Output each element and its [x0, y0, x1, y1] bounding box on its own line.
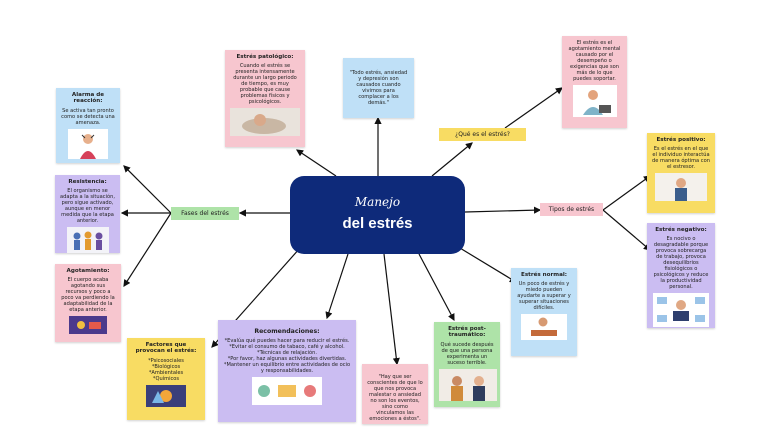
central-topic-line2: del estrés — [342, 215, 413, 232]
stress-factors-icon — [146, 384, 186, 407]
note-negativo-title: Estrés negativo: — [655, 227, 707, 233]
note-recomendaciones-title: Recomendaciones: — [254, 328, 320, 335]
line-to-tipos — [464, 206, 542, 214]
note-positivo-title: Estrés positivo: — [656, 137, 706, 143]
note-factores-body: *Psicosociales *Biológicos *Ambientales … — [148, 357, 184, 382]
note-cita-eventos[interactable]: "Hay que ser conscientes de que lo que n… — [362, 364, 428, 424]
note-negativo-body: Es nocivo o desagradable porque provoca … — [653, 236, 709, 291]
exhausted-person-icon — [69, 316, 107, 335]
note-cita-distres[interactable]: "Todo estrés, ansiedad y depresión son c… — [343, 58, 414, 118]
note-recomendaciones[interactable]: Recomendaciones: *Evalúa qué puedes hace… — [218, 320, 356, 422]
overworked-person-icon — [653, 293, 709, 328]
line-to-que-es — [431, 142, 473, 177]
therapy-session-icon — [439, 368, 497, 401]
note-alarma-body: Se activa tan pronto como se detecta una… — [61, 107, 115, 126]
note-resistencia[interactable]: Resistencia: El organismo se adapta a la… — [55, 175, 120, 253]
note-normal-body: Un poco de estrés y miedo pueden ayudart… — [517, 281, 571, 312]
note-normal[interactable]: Estrés normal: Un poco de estrés y miedo… — [511, 268, 577, 356]
line-to-definicion — [504, 87, 563, 129]
note-post[interactable]: Estrés post-traumático: Qué sucede despu… — [434, 322, 500, 407]
note-recomendaciones-body: *Evalúa qué puedes hacer para reducir el… — [223, 338, 351, 375]
note-definicion[interactable]: El estrés es el agotamiento mental causa… — [562, 36, 627, 128]
note-post-title: Estrés post-traumático: — [448, 326, 486, 339]
note-factores[interactable]: Factores que provocan el estrés: *Psicos… — [127, 338, 205, 420]
note-cita-eventos-body: "Hay que ser conscientes de que lo que n… — [367, 374, 423, 422]
note-positivo[interactable]: Estrés positivo: Es el estrés en el que … — [647, 133, 715, 213]
branch-que-es[interactable]: ¿Qué es el estrés? — [439, 128, 526, 141]
central-topic[interactable]: Manejo del estrés — [290, 176, 465, 254]
branch-tipos[interactable]: Tipos de estrés — [540, 203, 603, 216]
note-agotamiento[interactable]: Agotamiento: El cuerpo acaba agotando su… — [55, 264, 121, 342]
line-to-post — [418, 253, 455, 322]
line-to-positivo — [602, 175, 651, 211]
note-factores-title: Factores que provocan el estrés: — [135, 342, 197, 355]
person-laptop-icon — [572, 85, 617, 117]
people-group-icon — [66, 227, 109, 253]
line-to-recomendaciones — [325, 253, 349, 320]
note-resistencia-title: Resistencia: — [68, 179, 107, 185]
note-definicion-body: El estrés es el agotamiento mental causa… — [568, 40, 621, 82]
branch-fases[interactable]: Fases del estrés — [171, 207, 239, 220]
note-cita-distres-body: "Todo estrés, ansiedad y depresión son c… — [349, 70, 408, 106]
central-topic-line1: Manejo — [354, 195, 401, 209]
line-to-cita-eventos — [383, 253, 400, 366]
note-post-body: Qué sucede después de que una persona ex… — [440, 341, 494, 366]
note-patologico-title: Estrés patológico: — [236, 54, 294, 60]
note-positivo-body: Es el estrés en el que el individuo inte… — [652, 146, 710, 171]
person-at-desk-icon — [521, 314, 567, 341]
note-negativo[interactable]: Estrés negativo: Es nocivo o desagradabl… — [647, 223, 715, 328]
line-to-negativo — [602, 209, 651, 251]
stressed-person-icon — [68, 128, 108, 159]
healthy-habits-icon — [252, 377, 322, 406]
note-normal-title: Estrés normal: — [521, 272, 567, 278]
note-resistencia-body: El organismo se adapta a la situación, p… — [60, 188, 115, 225]
note-alarma-title: Alarma de reacción: — [71, 92, 105, 105]
note-patologico-body: Cuando el estrés se presenta intensament… — [233, 63, 297, 106]
line-to-patologico — [296, 149, 337, 177]
line-to-alarma — [123, 165, 172, 214]
line-to-agotamiento — [123, 212, 172, 288]
happy-worker-icon — [655, 173, 707, 202]
note-alarma[interactable]: Alarma de reacción: Se activa tan pronto… — [56, 88, 120, 163]
note-agotamiento-body: El cuerpo acaba agotando sus recursos y … — [61, 277, 115, 314]
tired-person-photo-icon — [230, 108, 300, 137]
note-agotamiento-title: Agotamiento: — [66, 268, 110, 274]
note-patologico[interactable]: Estrés patológico: Cuando el estrés se p… — [225, 50, 305, 147]
